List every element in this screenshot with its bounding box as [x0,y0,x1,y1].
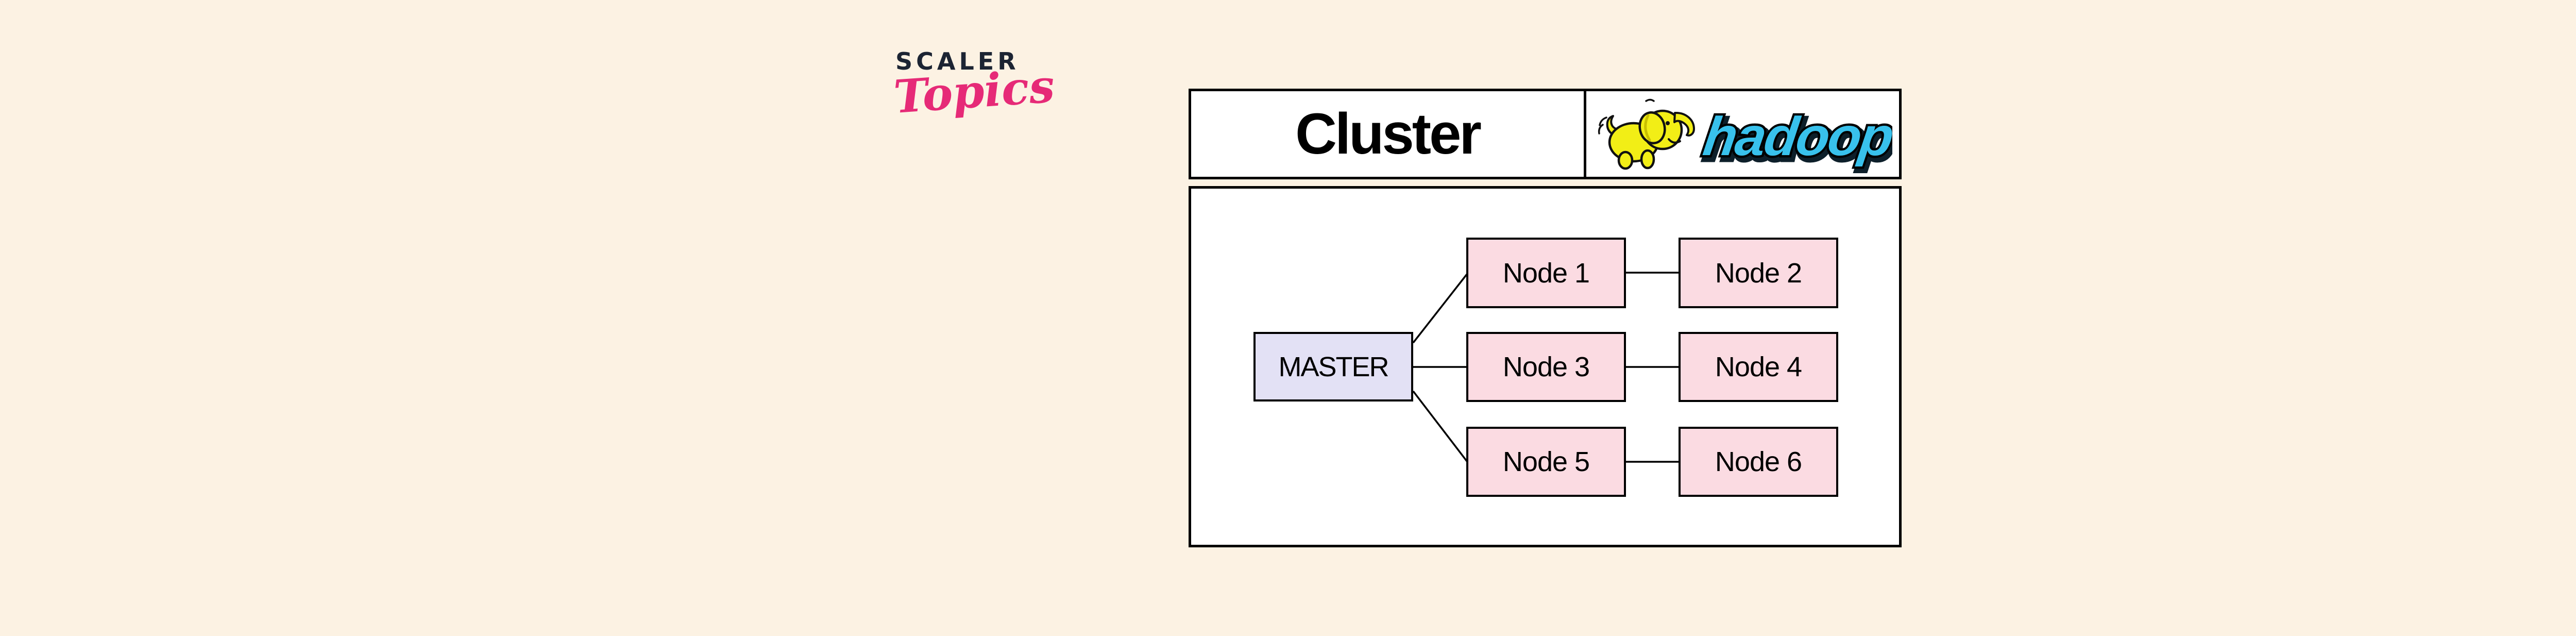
hadoop-elephant-icon [1598,98,1695,170]
worker-node-5-label: Node 5 [1502,446,1590,477]
scaler-wordmark: SCALER [895,47,1020,75]
worker-node-2-label: Node 2 [1715,257,1802,289]
hadoop-wordmark-shadow: hadoop [1702,109,1892,170]
topics-wordmark: Topics [892,59,1057,124]
worker-node-3-label: Node 3 [1502,352,1590,382]
header-logo-cell: hadoop hadoop [1586,91,1899,177]
master-node: MASTER [1253,332,1413,401]
worker-node-3: Node 3 [1466,332,1626,402]
header-box: Cluster [1189,89,1902,179]
hadoop-logo: hadoop hadoop [1598,98,1892,173]
worker-node-4: Node 4 [1679,332,1838,402]
worker-node-5: Node 5 [1466,427,1626,497]
worker-node-1-label: Node 1 [1502,257,1590,289]
cluster-edges [1412,272,1680,463]
scaler-topics-logo: SCALER Topics [892,47,1057,124]
hadoop-wordmark: hadoop [1700,106,1892,166]
master-node-label: MASTER [1278,351,1389,382]
worker-node-6: Node 6 [1679,427,1838,497]
worker-node-6-label: Node 6 [1715,446,1802,477]
header-title-cell: Cluster [1191,91,1586,177]
worker-node-4-label: Node 4 [1715,352,1802,382]
cluster-diagram-panel: MASTER Node 1 Node 2 Node 3 Node 4 Node … [1189,186,1902,547]
worker-node-2: Node 2 [1679,238,1838,308]
worker-node-1: Node 1 [1466,238,1626,308]
page-title: Cluster [1295,102,1482,166]
edge-master-node5 [1412,390,1468,463]
edge-master-node1 [1412,273,1468,344]
